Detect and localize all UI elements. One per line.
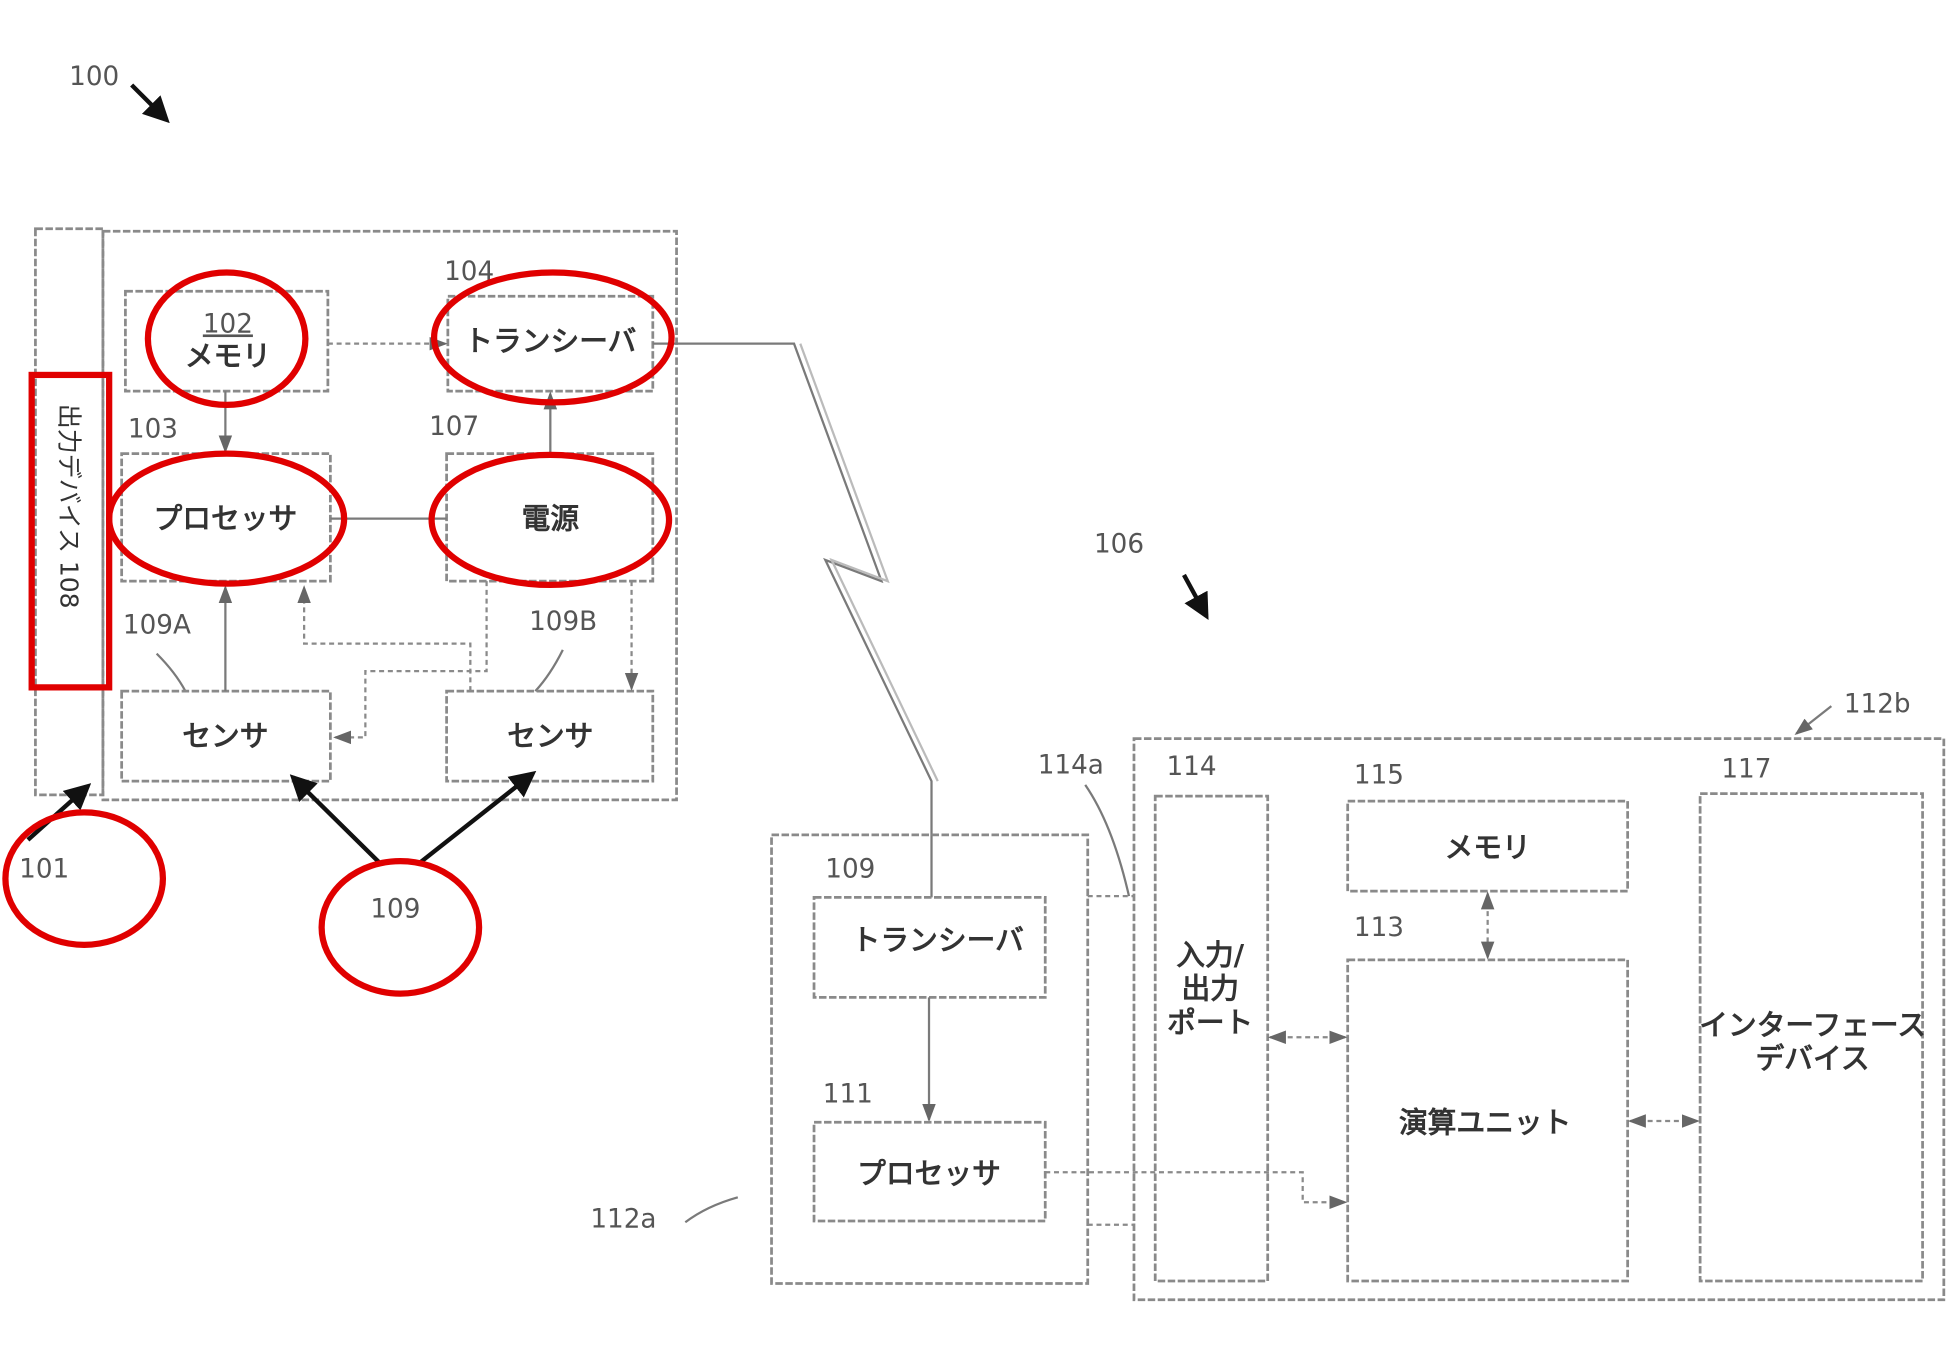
memory-2-label: メモリ (1445, 830, 1531, 864)
power-ref: 107 (429, 412, 479, 442)
compute-ref: 113 (1354, 913, 1404, 943)
sensor-b-ref: 109B (529, 607, 597, 637)
ref-109-arrow-a (289, 774, 381, 864)
transceiver-2-ref: 109 (825, 854, 875, 884)
sensor-b-label: センサ (507, 719, 593, 753)
device-112a-box (770, 833, 1090, 1285)
output-device-label: 出力デバイス 108 (54, 404, 83, 609)
ref-100-arrow (130, 83, 170, 124)
processor-ref: 103 (128, 414, 178, 444)
sensor-a-leader (155, 652, 187, 692)
power-sensor-a-arrow (333, 581, 488, 745)
power-label: 電源 (522, 502, 580, 536)
sensor-b-leader (534, 649, 564, 692)
device-112b-ref: 112b (1844, 689, 1911, 719)
interface-label-1: インターフェース (1699, 1008, 1926, 1042)
annotation-circle-power (428, 451, 673, 589)
io-label-3: ポート (1167, 1005, 1253, 1039)
ref-109-sensors: 109 (370, 894, 420, 924)
io-ref: 114 (1166, 752, 1216, 782)
io-label-2: 出力 (1181, 972, 1238, 1006)
interface-device-box (1698, 792, 1924, 1283)
ref-109-arrow-b (418, 770, 537, 865)
transceiver-2-label: トランシーバ (852, 923, 1024, 957)
interface-label-2: デバイス (1756, 1042, 1870, 1076)
processor-2-label: プロセッサ (857, 1157, 1001, 1191)
annotation-circle-memory (144, 269, 309, 409)
sensor-a-label: センサ (182, 719, 268, 753)
memory-2-ref: 115 (1354, 761, 1404, 791)
io-port-box (1153, 794, 1270, 1283)
processor-2-ref: 111 (823, 1079, 873, 1109)
processor-label: プロセッサ (154, 502, 298, 536)
ref-100: 100 (69, 62, 119, 92)
device-100-box (101, 229, 678, 802)
compute-unit-label: 演算ユニット (1399, 1105, 1571, 1139)
device-112a-ref: 112a (590, 1204, 656, 1234)
interface-ref: 117 (1721, 754, 1771, 784)
ref-101: 101 (19, 854, 69, 884)
annotation-circle-101 (2, 809, 167, 948)
annotation-circle-transceiver (430, 269, 675, 406)
compute-unit-box (1346, 958, 1630, 1283)
ref-106-arrow (1182, 573, 1209, 620)
memory-label: メモリ (185, 339, 271, 373)
memory-box (124, 289, 330, 393)
transceiver-label: トランシーバ (464, 324, 636, 358)
wireless-link-shadow (799, 343, 939, 782)
memory-ref: 102 (203, 309, 253, 339)
memory-2-box (1346, 799, 1630, 893)
io-label-1: 入力/ (1176, 938, 1244, 972)
link-114a-ref: 114a (1038, 751, 1104, 781)
sensor-b-box (445, 689, 655, 783)
sensor-a-ref: 109A (123, 611, 191, 641)
device-112b-leader (1794, 705, 1833, 736)
processor-compute-arrow (1045, 1171, 1348, 1210)
annotation-circle-processor (106, 450, 348, 587)
wireless-link (652, 342, 933, 898)
ref-106: 106 (1094, 529, 1144, 559)
sensor-b-processor-arrow (297, 585, 472, 692)
link-114a-leader (1084, 784, 1131, 897)
annotation-circle-109 (318, 857, 483, 997)
device-112a-leader (684, 1196, 739, 1224)
device-112b-box (1132, 737, 1946, 1302)
